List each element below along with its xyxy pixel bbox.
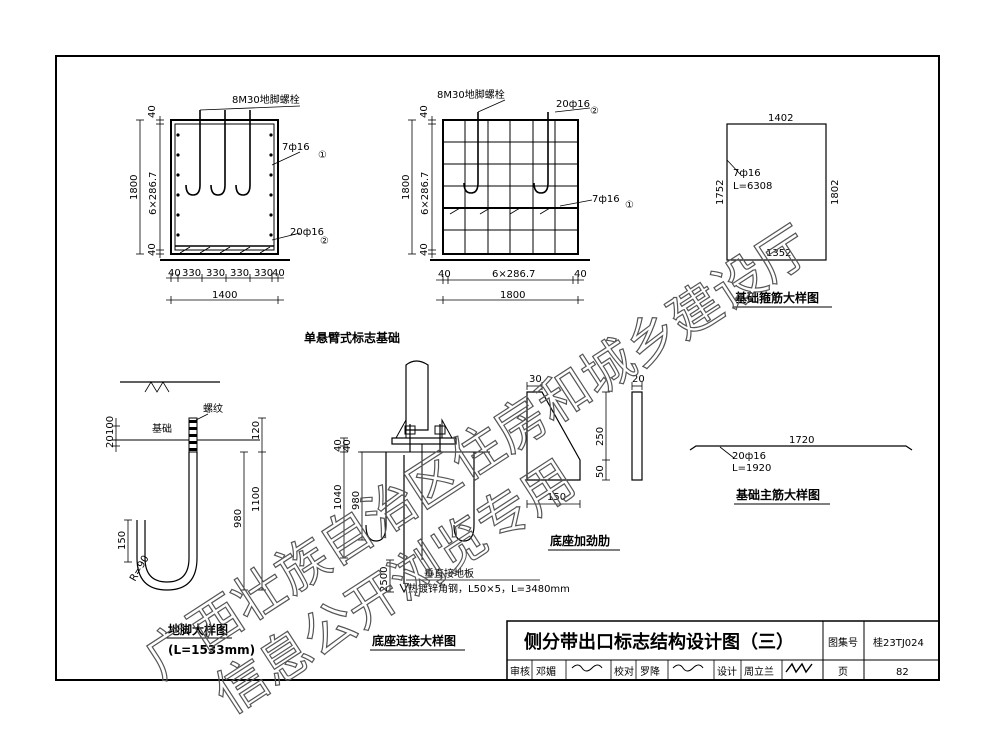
signature-mark [571,664,603,672]
dim-x-0: 40 [438,269,451,280]
page-label: 页 [838,666,848,678]
main-rebar-detail: 1720 20ф16 L=1920 基础主筋大样图 [689,435,913,505]
stirrup-length: L=6308 [733,181,772,192]
foundation-left: 8M30地脚螺栓 7ф16 ① 20ф16 ② 40 1800 6×286.7 … [129,93,400,345]
dim-x-3: 330 [230,268,249,279]
anchor-thread: 螺纹 [203,402,223,415]
rib-detail: 30 20 250 50 150 底座加劲肋 [526,374,645,551]
foundation-mid: 8M30地脚螺栓 20ф16 ② 7ф16 ① 40 1800 6×286.7 … [401,88,634,304]
bolt-label: 8M30地脚螺栓 [232,93,300,106]
rib-t2: 20 [632,374,645,385]
dim-40b: 40 [342,439,353,452]
dim-40a: 40 [333,439,344,452]
sign-role-design: 设计 [717,665,737,678]
dim-height: 1800 [401,175,412,200]
sign-role-check: 校对 [614,665,634,678]
drawing-frame [55,55,940,681]
atlas-no: 桂23TJ024 [873,636,924,649]
dim-980: 980 [351,491,362,510]
rebar2-label: 20ф16 [290,227,324,238]
caption-foundation: 单悬臂式标志基础 [304,330,400,345]
rebar1-label: 7ф16 [592,194,620,205]
anchor-detail: 螺纹 基础 20 100 120 1100 980 150 R=90 地脚大样图… [105,381,266,657]
dim-top: 40 [419,105,430,118]
dim-20: 20 [105,435,116,448]
dim-x-4: 330 [254,268,273,279]
marker-2: ② [320,236,329,247]
rib-w: 150 [547,492,566,503]
dim-x-1: 330 [182,268,201,279]
stirrup-rebar: 7ф16 [733,168,761,179]
ground-label: 垂直接地板 [424,567,474,580]
caption-anchor: 地脚大样图 [168,622,228,637]
dim-2500: 2500 [379,567,390,592]
sign-role-review: 审核 [510,665,530,678]
anchor-length: (L=1533mm) [168,643,255,657]
anchor-radius: R=90 [128,554,152,584]
dim-width: 1800 [500,290,525,301]
stirrup-bottom: 1352 [766,248,791,259]
caption-main-rebar: 基础主筋大样图 [735,487,820,502]
dim-x-2: 40 [574,269,587,280]
dim-100: 100 [105,416,116,435]
base-connection-detail: 40 40 1040 980 2500 垂直接地板 热镀锌角钢，L50×5，L=… [333,360,570,651]
dim-980: 980 [233,509,244,528]
watermark-line1: 广西壮族自治区住房和城乡建设厅 [134,216,821,691]
dim-x-5: 40 [272,268,285,279]
dim-1100: 1100 [251,487,262,512]
stirrup-top: 1402 [768,113,793,124]
marker-2: ② [590,106,599,117]
dim-width: 1400 [212,290,237,301]
dim-top: 40 [147,105,158,118]
signature-mark [785,662,813,674]
rebar2-label: 20ф16 [556,99,590,110]
anchor-base: 基础 [152,422,172,435]
sign-name-design: 周立兰 [744,665,774,678]
dim-x-2: 330 [206,268,225,279]
signature-mark [672,664,704,672]
marker-1: ① [318,150,327,161]
dim-bottom: 40 [147,243,158,256]
caption-rib: 底座加劲肋 [550,533,610,548]
sheet-title: 侧分带出口标志结构设计图（三） [524,631,794,653]
main-l: L=1920 [732,463,771,474]
stirrup-left: 1752 [715,180,726,205]
dim-120: 120 [251,421,262,440]
title-block: 侧分带出口标志结构设计图（三） 图集号 桂23TJ024 页 82 审核 邓媚 … [506,620,940,681]
main-rebar: 20ф16 [732,451,766,462]
stirrup-right: 1802 [830,180,841,205]
ground-spec: 热镀锌角钢，L50×5，L=3480mm [408,582,570,595]
rib-h2: 50 [595,465,606,478]
caption-base-conn: 底座连接大样图 [372,633,456,648]
dim-1040: 1040 [333,485,344,510]
dim-x-1: 6×286.7 [492,269,535,280]
stirrup-detail: 1402 1752 1802 1352 7ф16 L=6308 基础箍筋大样图 [715,113,841,308]
page-no: 82 [896,667,909,678]
rib-t1: 30 [529,374,542,385]
sign-name-check: 罗降 [640,665,660,678]
dim-150: 150 [117,531,128,550]
rib-h: 250 [595,427,606,446]
dim-mid: 6×286.7 [148,172,159,215]
rebar1-label: 7ф16 [282,142,310,153]
dim-mid: 6×286.7 [420,172,431,215]
dim-bottom: 40 [419,243,430,256]
dim-x-0: 40 [168,268,181,279]
marker-1: ① [625,200,634,211]
main-length: 1720 [789,435,814,446]
dim-height: 1800 [129,175,140,200]
caption-stirrup: 基础箍筋大样图 [734,290,819,305]
atlas-label: 图集号 [828,636,858,649]
sign-name-review: 邓媚 [536,665,556,678]
bolt-label: 8M30地脚螺栓 [437,88,505,101]
